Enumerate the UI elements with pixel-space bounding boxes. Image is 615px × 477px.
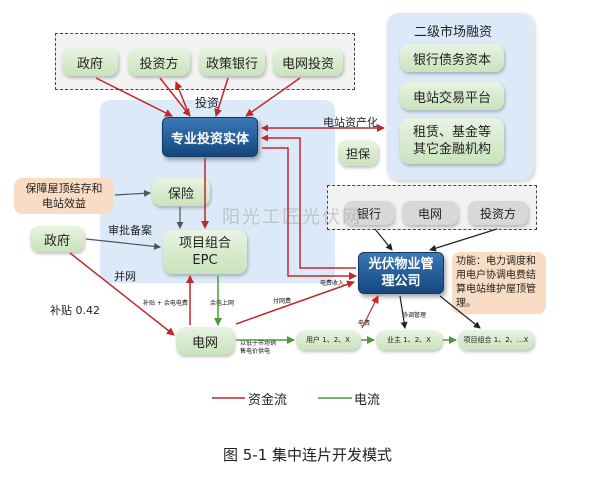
bank-bond-node: 银行债务资本 [400, 44, 504, 72]
market-price-label: 以低于市场销 售电价供电 [240, 340, 277, 355]
grid-bottom-node: 电网 [176, 327, 234, 355]
elec-income-label: 电费收入 [320, 280, 345, 287]
insurance-node: 保险 [152, 178, 210, 206]
surplus-online-label: 余电上网 [210, 300, 235, 307]
policy-bank-node: 政策银行 [199, 48, 265, 76]
guarantee-node: 担保 [338, 140, 378, 166]
approval-label: 审批备案 [108, 224, 152, 237]
users-node: 用户 1、2、X [296, 330, 360, 350]
roof-guarantee-node: 保障屋顶结存和 电站效益 [14, 178, 114, 214]
elec-fee-label: 电费 [358, 320, 371, 327]
projects-node: 项目组合 1、2、…X [458, 330, 534, 350]
coord-label: 协调管理 [402, 312, 427, 319]
grid-invest-node: 电网投资 [273, 48, 343, 76]
gov-top-node: 政府 [62, 48, 118, 76]
property-company-node: 光伏物业管 理公司 [358, 252, 444, 294]
pay-fee-label: 付网费 [273, 298, 292, 305]
leasing-fund-node: 租赁、基金等 其它金融机构 [400, 118, 504, 164]
legend-power-label: 电流 [354, 393, 381, 408]
secondary-market-title: 二级市场融资 [414, 25, 493, 40]
enterprises-node: 业主 1、2、X [376, 330, 442, 350]
subsidy-label: 补贴 0.42 [50, 304, 100, 317]
securitization-label: 电站资产化 [323, 116, 378, 129]
project-epc-node: 项目组合 EPC [163, 230, 247, 274]
watermark: 阳光工匠光伏网 [222, 207, 362, 228]
invest-label: 投资 [195, 96, 220, 110]
function-note: 功能：电力调度和 用电户协调电费结 算电站维护屋顶管理。 [452, 252, 546, 314]
investor-mid-node: 投资方 [468, 201, 528, 225]
grid-connect-label: 并网 [114, 270, 136, 283]
grid-mid-node: 电网 [402, 201, 458, 225]
figure-caption: 图 5-1 集中连片开发模式 [222, 446, 393, 464]
subsidy-surplus-label: 补贴 + 余电电费 [143, 300, 188, 307]
legend-money-label: 资金流 [248, 393, 288, 408]
gov-left-node: 政府 [30, 226, 84, 252]
investment-entity-node: 专业投资实体 [162, 117, 258, 157]
investor-top-node: 投资方 [128, 48, 190, 76]
station-trading-node: 电站交易平台 [400, 82, 504, 110]
